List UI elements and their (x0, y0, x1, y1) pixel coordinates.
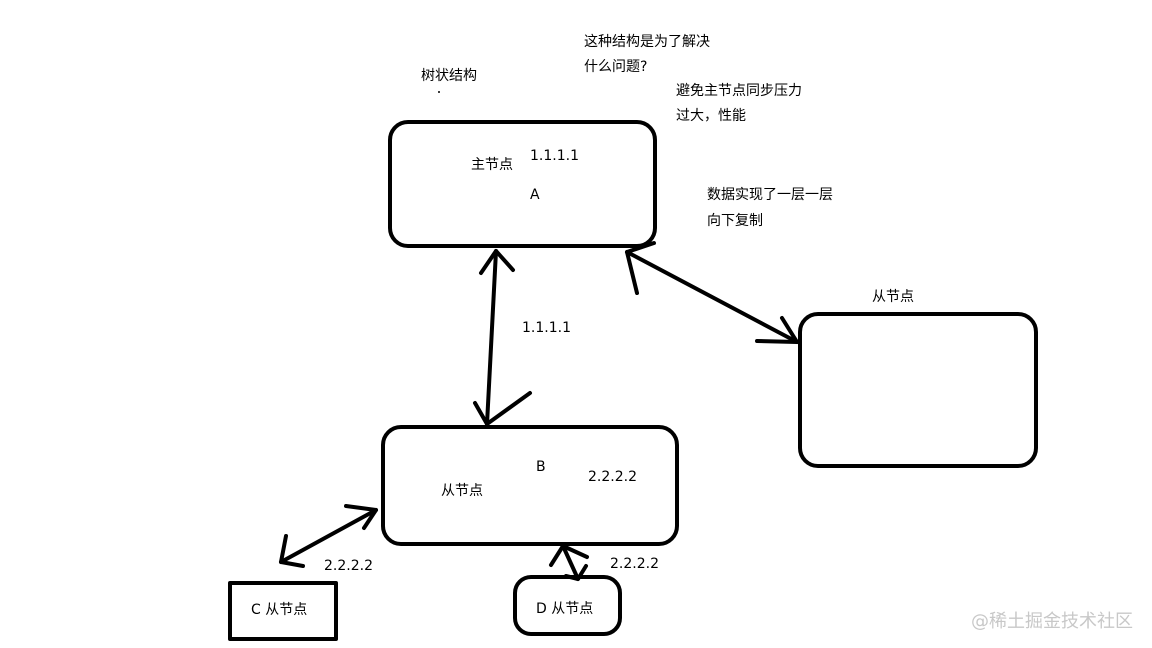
question-line-2: 什么问题? (584, 59, 648, 75)
edge-b-c (279, 504, 378, 568)
answer-line-2: 过大，性能 (676, 108, 746, 124)
watermark: @稀土掘金技术社区 (971, 611, 1133, 632)
edge-b-c-ip-label: 2.2.2.2 (324, 558, 373, 574)
replication-note-line-1: 数据实现了一层一层 (707, 187, 833, 203)
node-right-role-label: 从节点 (872, 289, 914, 305)
node-b-role-label: 从节点 (441, 483, 483, 499)
question-line-1: 这种结构是为了解决 (584, 34, 710, 50)
edge-a-b-ip-label: 1.1.1.1 (522, 320, 571, 336)
edge-a-right (625, 241, 799, 344)
edge-b-d-ip-label: 2.2.2.2 (610, 556, 659, 572)
answer-line-1: 避免主节点同步压力 (676, 83, 802, 99)
edge-a-b (473, 249, 532, 426)
node-a-ip-label: 1.1.1.1 (530, 148, 579, 164)
node-d-label: D 从节点 (536, 601, 594, 617)
node-right-box (798, 312, 1038, 468)
node-a-box (388, 120, 657, 248)
node-a-role-label: 主节点 (471, 157, 513, 173)
stray-dot (438, 91, 440, 93)
node-b-name-label: B (536, 459, 546, 475)
tree-structure-label: 树状结构 (421, 68, 477, 84)
node-b-box (381, 425, 679, 546)
edge-b-d (549, 544, 589, 581)
node-c-label: C 从节点 (251, 602, 308, 618)
replication-note-line-2: 向下复制 (707, 213, 763, 229)
node-c-box (228, 581, 338, 641)
node-a-name-label: A (530, 187, 540, 203)
node-b-ip-label: 2.2.2.2 (588, 469, 637, 485)
